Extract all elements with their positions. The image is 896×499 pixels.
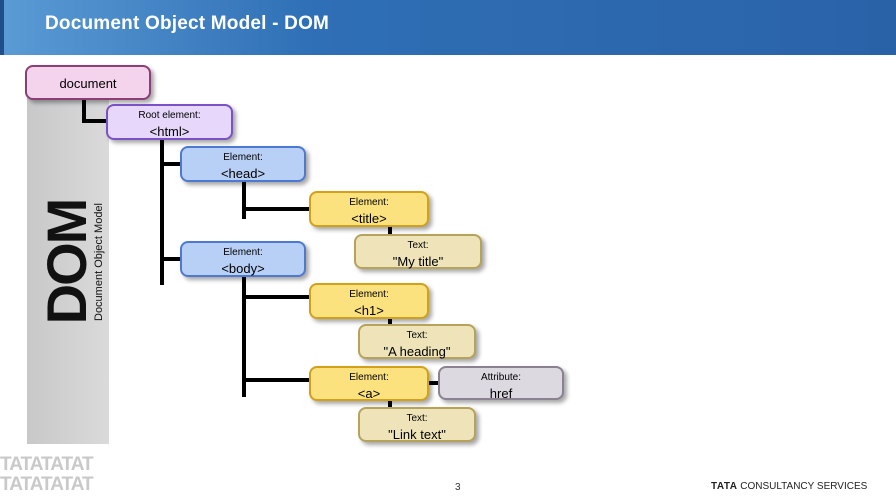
connector bbox=[242, 207, 311, 211]
connector bbox=[160, 139, 164, 285]
tata-watermark-logo: TATATATAT TATATATAT bbox=[0, 455, 175, 499]
connector bbox=[82, 99, 86, 122]
watermark-line: TATATATAT bbox=[0, 455, 94, 475]
title-text-label: "My title" bbox=[392, 254, 444, 269]
connector bbox=[242, 378, 311, 382]
connector bbox=[388, 399, 392, 409]
document-node: document bbox=[25, 65, 151, 100]
title-node-label: <title> bbox=[351, 211, 387, 226]
a-element-node: Element: <a> bbox=[309, 366, 429, 401]
a-node-label: <a> bbox=[357, 386, 381, 401]
head-node-caption: Element: bbox=[223, 152, 263, 163]
href-attr-caption: Attribute: bbox=[480, 372, 522, 383]
title-bar: Document Object Model - DOM bbox=[0, 0, 896, 55]
connector bbox=[242, 295, 311, 299]
connector bbox=[242, 181, 246, 219]
body-element-node: Element: <body> bbox=[180, 241, 306, 277]
link-text-caption: Text: bbox=[406, 413, 428, 424]
page-number: 3 bbox=[455, 482, 461, 493]
title-accent bbox=[0, 0, 4, 55]
title-text-node: Text: "My title" bbox=[354, 234, 482, 269]
body-node-label: <body> bbox=[221, 261, 265, 276]
connector bbox=[428, 381, 440, 385]
h1-text-node: Text: "A heading" bbox=[358, 324, 476, 359]
connector bbox=[82, 119, 108, 123]
connector bbox=[388, 317, 392, 327]
document-node-label: document bbox=[59, 76, 117, 91]
title-text-caption: Text: bbox=[407, 240, 429, 251]
html-root-node: Root element: <html> bbox=[106, 104, 233, 140]
html-node-label: <html> bbox=[149, 124, 190, 139]
company-name: TATA CONSULTANCY SERVICES bbox=[711, 481, 867, 492]
connector bbox=[388, 225, 392, 236]
connector bbox=[160, 162, 182, 166]
head-element-node: Element: <head> bbox=[180, 146, 306, 182]
html-node-caption: Root element: bbox=[138, 110, 201, 121]
company-name-rest: CONSULTANCY SERVICES bbox=[740, 481, 868, 492]
h1-text-caption: Text: bbox=[406, 330, 428, 341]
h1-node-caption: Element: bbox=[349, 289, 389, 300]
side-band bbox=[27, 98, 109, 444]
slide-title: Document Object Model - DOM bbox=[45, 13, 330, 34]
dom-vertical-sublabel: Document Object Model bbox=[93, 203, 105, 321]
title-node-caption: Element: bbox=[349, 197, 389, 208]
h1-element-node: Element: <h1> bbox=[309, 283, 429, 319]
watermark-line: TATATATAT bbox=[0, 474, 94, 495]
body-node-caption: Element: bbox=[223, 247, 263, 258]
h1-node-label: <h1> bbox=[354, 303, 384, 318]
title-element-node: Element: <title> bbox=[309, 191, 429, 227]
head-node-label: <head> bbox=[220, 166, 266, 181]
connector bbox=[242, 275, 246, 397]
company-name-bold: TATA bbox=[711, 481, 738, 492]
h1-text-label: "A heading" bbox=[383, 344, 451, 359]
connector bbox=[160, 257, 182, 261]
link-text-label: "Link text" bbox=[388, 427, 446, 442]
href-attribute-node: Attribute: href bbox=[438, 366, 564, 401]
href-attr-label: href bbox=[489, 386, 513, 401]
a-node-caption: Element: bbox=[349, 372, 389, 383]
link-text-node: Text: "Link text" bbox=[358, 407, 476, 442]
